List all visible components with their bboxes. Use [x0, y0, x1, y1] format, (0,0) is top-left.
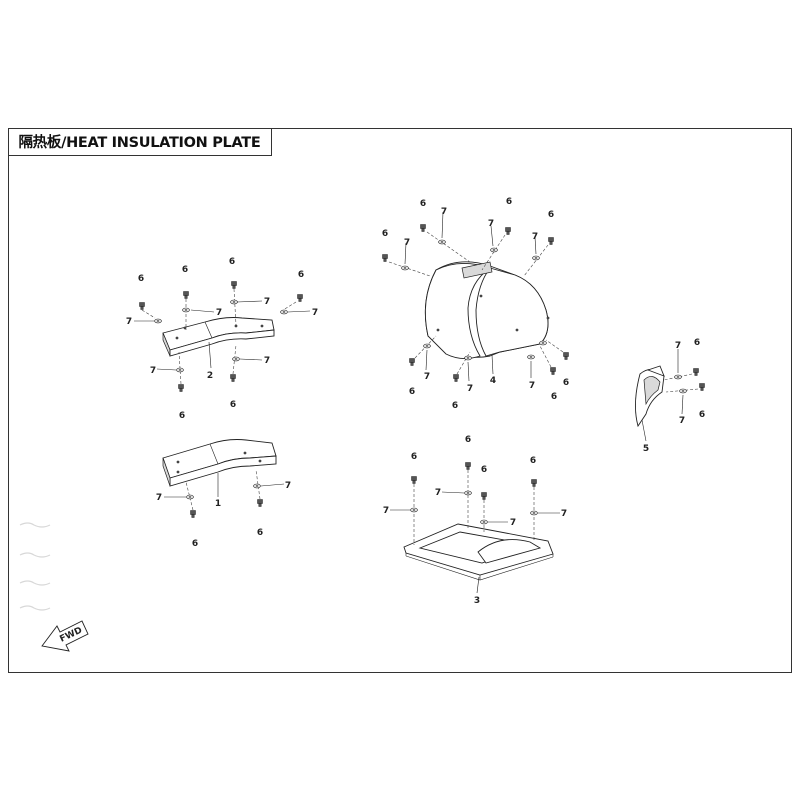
part-4-cylindrical-shield: [424, 261, 550, 359]
callout-bolt: 6: [411, 452, 417, 462]
part-4-fasteners: [382, 224, 569, 382]
callout-bolt: 6: [563, 378, 569, 388]
callout-washer: 7: [285, 481, 291, 491]
callout-bolt: 6: [409, 387, 415, 397]
callout-bolt: 6: [298, 270, 304, 280]
part-3-fasteners: [410, 462, 538, 545]
part-5-fasteners: [663, 368, 705, 394]
callout-washer: 7: [532, 232, 538, 242]
callout-part-5: 5: [643, 444, 649, 454]
callout-bolt: 6: [229, 257, 235, 267]
callout-part-2: 2: [207, 371, 213, 381]
part-1-heat-shield: [162, 439, 277, 487]
callout-washer: 7: [126, 317, 132, 327]
callout-bolt: 6: [420, 199, 426, 209]
callout-bolt: 6: [230, 400, 236, 410]
callout-bolt: 6: [548, 210, 554, 220]
faint-margin-marks: [19, 522, 51, 611]
callout-washer: 7: [441, 207, 447, 217]
part-3-base-plate: [403, 523, 554, 581]
callout-bolt: 6: [465, 435, 471, 445]
callout-washer: 7: [150, 366, 156, 376]
part-5-bracket-shield: [635, 365, 665, 428]
callout-washer: 7: [216, 308, 222, 318]
callout-bolt: 6: [257, 528, 263, 538]
callout-bolt: 6: [551, 392, 557, 402]
callout-bolt: 6: [192, 539, 198, 549]
callout-labels: 2 1 4 5 3 6 6 6 6 6 6 6 6 6 6 6 6 6 6 6 …: [126, 197, 705, 606]
title-box: 隔热板/HEAT INSULATION PLATE: [8, 128, 272, 156]
callout-bolt: 6: [182, 265, 188, 275]
callout-washer: 7: [435, 488, 441, 498]
callout-washer: 7: [383, 506, 389, 516]
callout-washer: 7: [156, 493, 162, 503]
callout-washer: 7: [467, 384, 473, 394]
callout-bolt: 6: [179, 411, 185, 421]
callout-bolt: 6: [506, 197, 512, 207]
callout-washer: 7: [264, 356, 270, 366]
fwd-arrow-icon: FWD: [41, 620, 89, 652]
callout-part-1: 1: [215, 499, 221, 509]
part-2-fasteners: [139, 281, 303, 392]
callout-part-4: 4: [490, 376, 496, 386]
callout-bolt: 6: [138, 274, 144, 284]
callout-washer: 7: [404, 238, 410, 248]
callout-washer: 7: [561, 509, 567, 519]
callout-washer: 7: [264, 297, 270, 307]
callout-washer: 7: [312, 308, 318, 318]
callout-bolt: 6: [699, 410, 705, 420]
page-title: 隔热板/HEAT INSULATION PLATE: [18, 135, 261, 151]
callout-bolt: 6: [694, 338, 700, 348]
callout-bolt: 6: [452, 401, 458, 411]
callout-bolt: 6: [382, 229, 388, 239]
callout-bolt: 6: [481, 465, 487, 475]
part-2-heat-shield: [162, 317, 275, 357]
callout-washer: 7: [488, 219, 494, 229]
callout-washer: 7: [424, 372, 430, 382]
callout-bolt: 6: [530, 456, 536, 466]
callout-washer: 7: [529, 381, 535, 391]
callout-washer: 7: [679, 416, 685, 426]
diagram-frame: [8, 128, 792, 673]
leader-lines: [134, 211, 684, 594]
callout-washer: 7: [510, 518, 516, 528]
callout-washer: 7: [675, 341, 681, 351]
callout-part-3: 3: [474, 596, 480, 606]
